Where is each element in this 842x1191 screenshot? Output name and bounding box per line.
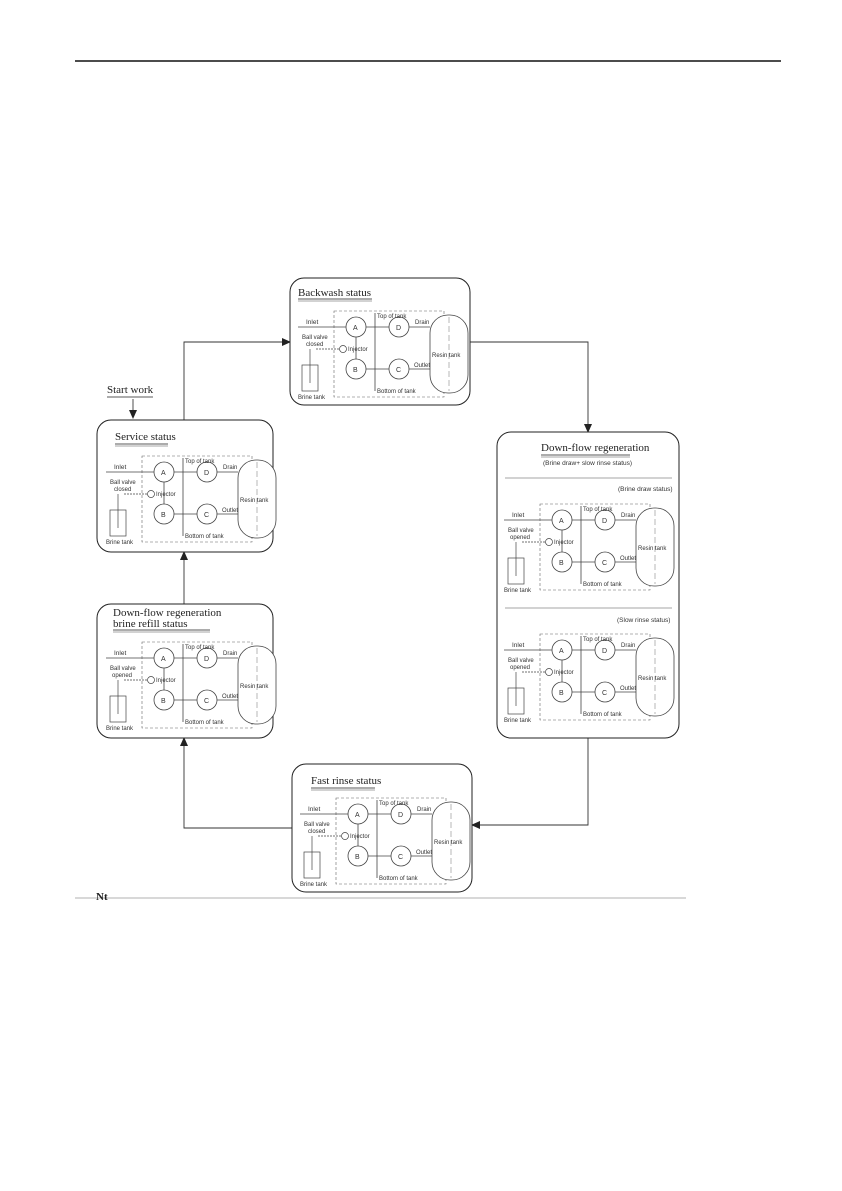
panel-service: Service status (96, 419, 277, 553)
refill-title-line2: brine refill status (113, 618, 188, 630)
brine-draw-caption: (Brine draw status) (618, 486, 673, 493)
panel-regeneration: Down-flow regeneration (Brine draw+ slow… (496, 431, 680, 739)
panel-backwash: Backwash status (289, 277, 471, 406)
refill-title-line1: Down-flow regeneration (113, 607, 222, 619)
regen-subtitle: (Brine draw+ slow rinse status) (543, 460, 632, 467)
note-fragment: Nt (96, 891, 108, 903)
fast-rinse-title: Fast rinse status (311, 775, 381, 787)
service-title: Service status (115, 431, 176, 443)
start-work-label: Start work (107, 384, 154, 396)
regen-title: Down-flow regeneration (541, 442, 650, 454)
slow-rinse-caption: (Slow rinse status) (617, 617, 670, 624)
flow-arrow-service-to-backwash (183, 338, 291, 420)
backwash-title: Backwash status (298, 287, 371, 299)
panel-refill: Down-flow regeneration brine refill stat… (96, 603, 277, 739)
flow-arrow-regen-to-fastrinse (471, 738, 589, 829)
flow-arrow-fastrinse-to-refill (180, 737, 292, 829)
flow-arrow-backwash-to-regen (470, 341, 592, 433)
panel-fast-rinse: Fast rinse status (291, 763, 473, 893)
